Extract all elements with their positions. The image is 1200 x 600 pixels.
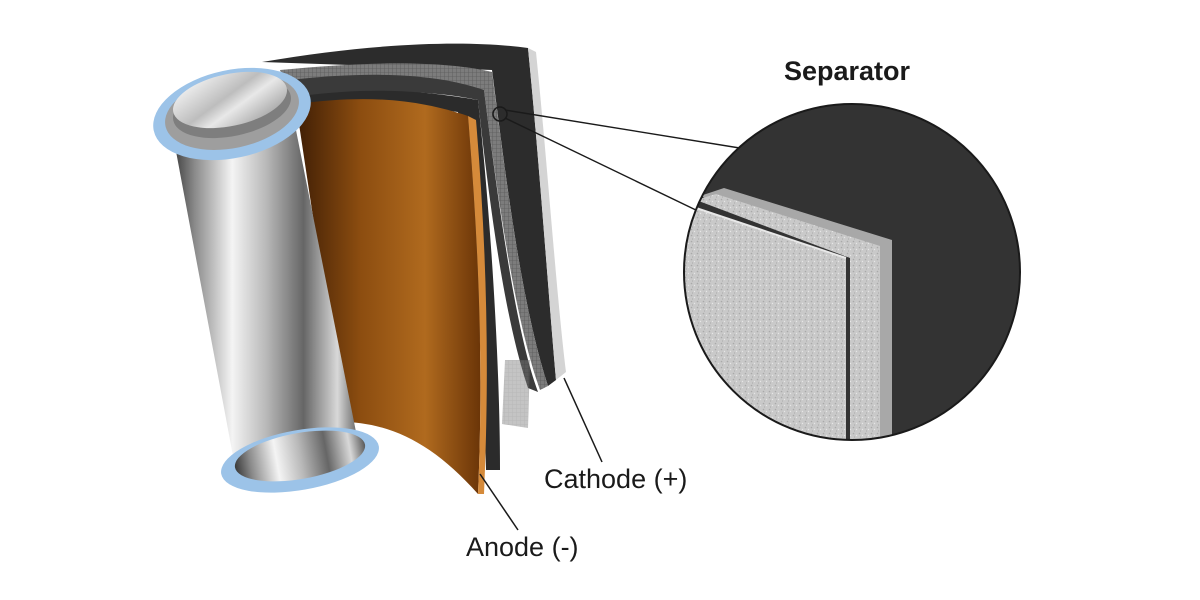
separator-callout-marker (492, 106, 508, 122)
zoom-face-top-edge (689, 205, 847, 259)
cathode-label: Cathode (+) (544, 464, 688, 494)
battery-can-body (172, 110, 360, 472)
zoom-layer-edge (696, 194, 880, 440)
cathode-sheet-edge (528, 48, 566, 380)
separator-mesh-tail (502, 360, 530, 428)
cathode-sheet-outer (262, 43, 556, 386)
bottom-can-cap (234, 430, 366, 482)
separator-strip (300, 90, 500, 470)
zoom-circle-border (683, 103, 1021, 441)
anode-label: Anode (-) (466, 532, 579, 562)
zoom-connector-line-bottom (504, 117, 701, 213)
zoom-connector-line-top (504, 109, 753, 151)
cathode-leader-line (563, 377, 603, 463)
positive-cap-top (173, 71, 287, 129)
separator-label: Separator (784, 56, 911, 86)
anode-copper-edge (468, 116, 487, 494)
anode-leader-line (479, 473, 519, 531)
